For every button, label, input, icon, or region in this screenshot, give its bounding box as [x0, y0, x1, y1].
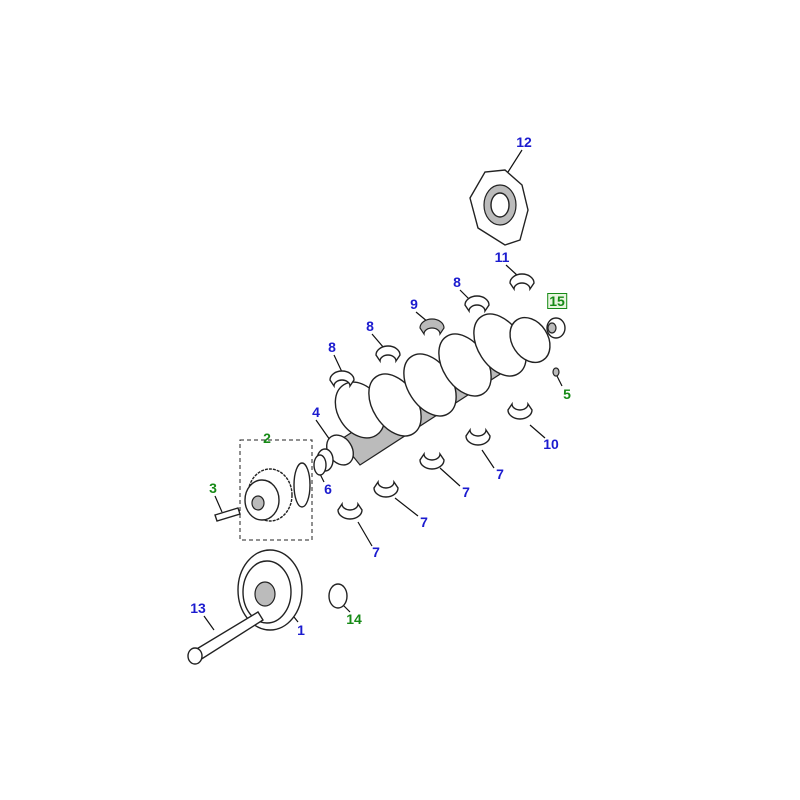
- pilot-bush[interactable]: [546, 317, 566, 339]
- callout-13[interactable]: 13: [190, 600, 206, 616]
- callout-6[interactable]: 6: [324, 481, 332, 497]
- callout-5[interactable]: 5: [563, 386, 571, 402]
- seal-ring[interactable]: [328, 583, 348, 609]
- callout-8[interactable]: 8: [328, 339, 336, 355]
- crankshaft[interactable]: [316, 305, 558, 472]
- callout-1[interactable]: 1: [297, 622, 305, 638]
- callout-7[interactable]: 7: [462, 484, 470, 500]
- callout-7[interactable]: 7: [372, 544, 380, 560]
- lower-bearing-shells[interactable]: [337, 401, 533, 520]
- thrust-washer[interactable]: [313, 454, 327, 476]
- callout-14[interactable]: 14: [346, 611, 362, 627]
- crankshaft-sprocket[interactable]: [244, 462, 311, 522]
- callout-2[interactable]: 2: [263, 430, 271, 446]
- callout-3[interactable]: 3: [209, 480, 217, 496]
- callout-12[interactable]: 12: [516, 134, 532, 150]
- callout-11[interactable]: 11: [494, 249, 510, 265]
- callout-8[interactable]: 8: [366, 318, 374, 334]
- callout-9[interactable]: 9: [410, 296, 418, 312]
- rear-seal-housing[interactable]: [469, 169, 529, 246]
- callout-8[interactable]: 8: [453, 274, 461, 290]
- callout-7[interactable]: 7: [496, 466, 504, 482]
- callout-7[interactable]: 7: [420, 514, 428, 530]
- crankshaft-pulley[interactable]: [237, 549, 303, 631]
- callout-10[interactable]: 10: [543, 436, 559, 452]
- sprocket-group-box: [239, 439, 313, 541]
- leader-lines: [203, 149, 563, 631]
- sprocket-bolt[interactable]: [214, 507, 241, 522]
- plug[interactable]: [552, 367, 560, 377]
- pulley-bolt[interactable]: [187, 611, 264, 665]
- callout-4[interactable]: 4: [312, 404, 320, 420]
- upper-bearing-shells[interactable]: [329, 273, 535, 389]
- callout-15[interactable]: 15: [547, 293, 567, 309]
